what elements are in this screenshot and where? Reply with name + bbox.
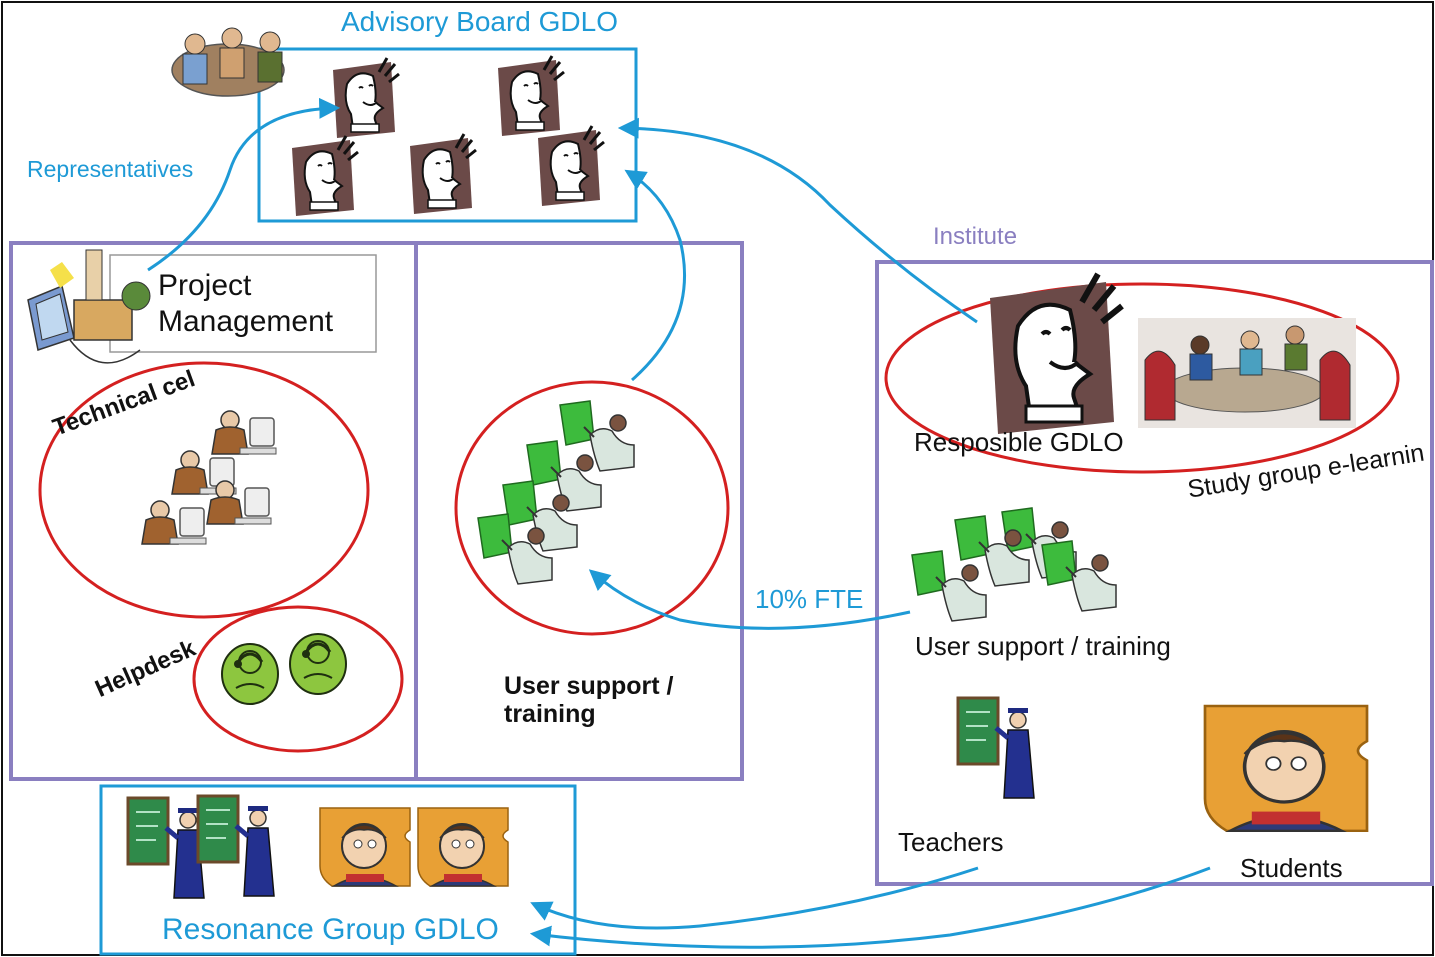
- board-member-face-icon: [536, 124, 606, 208]
- project-management-line2: Management: [158, 305, 334, 338]
- board-member-face-icon: [408, 132, 478, 216]
- board-member-face-icon: [290, 134, 360, 218]
- representatives-label: Representatives: [27, 156, 194, 182]
- headset-icon: [220, 642, 280, 706]
- board-member-face-icon: [331, 56, 401, 140]
- representatives-arrow: [147, 97, 341, 272]
- organization-box: [9, 241, 744, 781]
- students-to-resonance-arrow: [529, 866, 1211, 949]
- institute-label: Institute: [933, 223, 1018, 250]
- student-icon: [1203, 704, 1369, 833]
- headset-icon: [288, 632, 348, 696]
- teachers-label: Teachers: [898, 827, 1004, 857]
- responsible-gdlo-label: Resposible GDLO: [914, 427, 1124, 457]
- fte-arrow: [588, 569, 911, 630]
- fte-label: 10% FTE: [755, 584, 864, 614]
- user-support-to-board-arrow: [624, 169, 687, 382]
- technician-icon: [141, 500, 207, 545]
- resonance-teacher-icon: [198, 796, 274, 896]
- technician-icon: [211, 410, 277, 455]
- resonance-group-box: [99, 784, 577, 956]
- resonance-student-icon: [319, 807, 411, 887]
- advisory-board-title: Advisory Board GDLO: [341, 6, 618, 37]
- helpdesk-ellipse: [192, 605, 404, 753]
- technical-cel-ellipse: [38, 361, 370, 619]
- technician-icon: [206, 480, 272, 525]
- meeting-icon: [171, 27, 285, 97]
- user-support-ellipse: [454, 380, 730, 636]
- center-user-support-line2: training: [504, 700, 596, 728]
- responsible-face-icon: [990, 274, 1122, 434]
- students-label: Students: [1240, 853, 1343, 883]
- resonance-student-icon: [417, 807, 509, 887]
- responsible-ellipse: [884, 282, 1400, 474]
- project-management-line1: Project: [158, 269, 252, 302]
- resonance-teacher-icon: [128, 798, 204, 898]
- institute-user-support-label: User support / training: [915, 631, 1171, 661]
- project-management-box: [109, 254, 377, 353]
- study-group-icon: [1138, 318, 1356, 428]
- project-management-icon: [27, 249, 151, 364]
- responsible-to-board-arrow: [617, 117, 978, 324]
- teachers-to-resonance-arrow: [530, 866, 979, 930]
- institute-trainers-icon: [911, 507, 1117, 622]
- resonance-group-title: Resonance Group GDLO: [162, 913, 499, 946]
- teacher-icon: [958, 698, 1034, 798]
- board-member-face-icon: [496, 54, 566, 138]
- center-user-support-line1: User support /: [504, 672, 674, 700]
- trainer-icon: [559, 400, 635, 472]
- institute-box: [875, 260, 1434, 886]
